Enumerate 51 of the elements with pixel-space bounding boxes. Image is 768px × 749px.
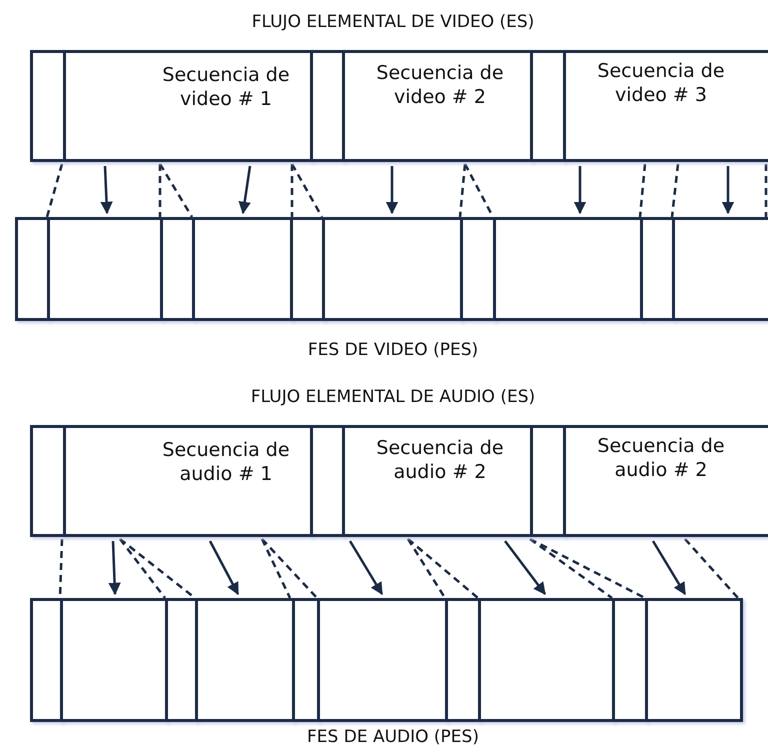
header-field — [640, 217, 675, 321]
arrow — [348, 540, 384, 596]
header-field — [460, 217, 496, 321]
start-code-field — [310, 425, 345, 537]
sequence-box — [63, 50, 313, 162]
arrow — [652, 540, 686, 596]
arrow — [100, 166, 113, 214]
sequence-box — [563, 50, 768, 162]
sequence-label: Secuencia de audio # 2 — [596, 434, 726, 482]
payload-box — [60, 598, 168, 722]
header-field — [445, 598, 481, 722]
stream-title: FES DE AUDIO (PES) — [307, 727, 479, 747]
payload-box — [322, 217, 463, 321]
arrow — [208, 540, 240, 596]
stream-title: FES DE VIDEO (PES) — [308, 340, 478, 360]
start-code-field — [30, 50, 66, 162]
arrow — [386, 166, 398, 214]
arrow — [108, 540, 121, 596]
header-field — [30, 598, 63, 722]
payload-box — [47, 217, 163, 321]
sequence-label: Secuencia de audio # 1 — [161, 438, 291, 486]
header-field — [290, 217, 325, 321]
stream-title: FLUJO ELEMENTAL DE AUDIO (ES) — [250, 387, 536, 407]
header-field — [160, 217, 195, 321]
payload-box — [195, 598, 295, 722]
header-field — [612, 598, 648, 722]
payload-box — [478, 598, 615, 722]
header-field — [15, 217, 50, 321]
sequence-box — [342, 425, 533, 537]
payload-box — [645, 598, 743, 722]
sequence-box — [563, 425, 768, 537]
sequence-box — [63, 425, 313, 537]
payload-box — [493, 217, 643, 321]
payload-box — [317, 598, 448, 722]
sequence-label: Secuencia de video # 1 — [161, 63, 291, 111]
sequence-label: Secuencia de video # 3 — [596, 59, 726, 107]
payload-box — [192, 217, 293, 321]
arrow — [504, 540, 546, 595]
sequence-box — [342, 50, 533, 162]
arrow — [238, 166, 252, 214]
stream-title: FLUJO ELEMENTAL DE VIDEO (ES) — [252, 12, 534, 32]
start-code-field — [30, 425, 66, 537]
payload-box — [672, 217, 768, 321]
sequence-label: Secuencia de video # 2 — [375, 61, 505, 109]
arrow — [574, 166, 586, 214]
arrow — [722, 166, 734, 214]
start-code-field — [530, 425, 566, 537]
sequence-label: Secuencia de audio # 2 — [375, 436, 505, 484]
start-code-field — [530, 50, 566, 162]
start-code-field — [310, 50, 345, 162]
header-field — [165, 598, 198, 722]
